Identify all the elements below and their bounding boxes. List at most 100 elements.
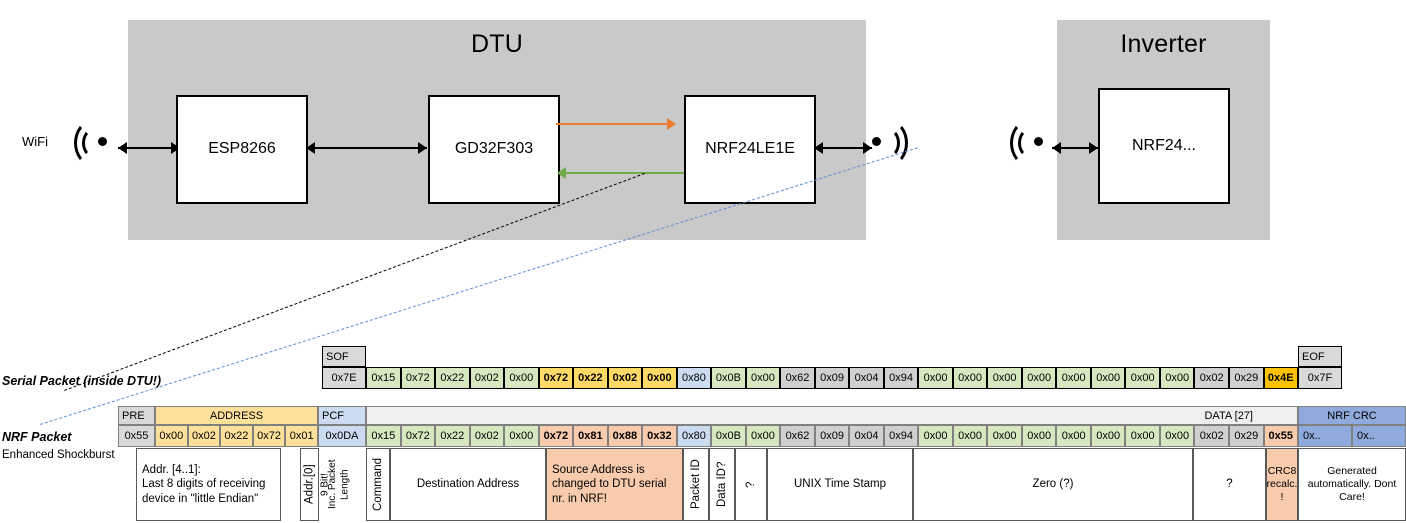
serial-byte-10: 0x0B (711, 367, 746, 389)
desc-address-text: Addr. [4..1]: Last 8 digits of receiving… (142, 463, 266, 505)
serial-byte-19: 0x00 (1021, 367, 1057, 389)
nrf-byte-21: 0x00 (1090, 425, 1126, 447)
sof-header: SOF (322, 346, 366, 367)
desc-generated: Generated automatically. Dont Care! (1298, 448, 1406, 521)
desc-crc8: CRC8 recalc. ! (1266, 448, 1298, 521)
nrf-antenna-arrow-right (863, 142, 872, 154)
desc-zero: Zero (?) (913, 448, 1193, 521)
serial-byte-12: 0x62 (780, 367, 815, 389)
desc-question: ? (1193, 448, 1266, 521)
wifi-esp-arrow-right (171, 142, 180, 154)
pre-value: 0x55 (118, 425, 155, 447)
desc-pcf: 9 Bit! Inc. Packet Length (319, 448, 351, 521)
wifi-esp-link (118, 147, 180, 149)
address-header: ADDRESS (155, 406, 318, 425)
wifi-esp-arrow-left (118, 142, 127, 154)
serial-byte-21: 0x00 (1090, 367, 1126, 389)
desc-pcf-line2: Inc. Packet Length (327, 448, 351, 521)
nrf-byte-25: 0x29 (1229, 425, 1264, 447)
chip-nrf24: NRF24... (1098, 88, 1230, 204)
desc-destination: Destination Address (390, 448, 546, 521)
inverter-antenna-arrow-right (1089, 142, 1098, 154)
desc-source: Source Address is changed to DTU serial … (546, 448, 683, 521)
serial-byte-17: 0x00 (952, 367, 988, 389)
desc-addr0: Addr.[0] (300, 448, 319, 521)
nrf-byte-5: 0x72 (538, 425, 574, 447)
desc-packet-id: Packet ID (683, 448, 709, 521)
nrf-address-byte-3: 0x72 (252, 425, 286, 447)
nrf-byte-16: 0x00 (918, 425, 953, 447)
nrf-byte-8: 0x32 (642, 425, 677, 447)
serial-byte-24: 0x02 (1194, 367, 1229, 389)
gd32-nrf-orange-arrow (667, 118, 676, 130)
chip-esp8266: ESP8266 (176, 95, 308, 204)
serial-byte-5: 0x72 (538, 367, 574, 389)
desc-tilde: ? (735, 448, 767, 521)
nrf-byte-20: 0x00 (1056, 425, 1091, 447)
chip-nrf24le1e: NRF24LE1E (684, 95, 816, 204)
pre-header: PRE (118, 406, 155, 425)
nrf-byte-15: 0x94 (883, 425, 919, 447)
serial-byte-8: 0x00 (642, 367, 677, 389)
esp-gd32-link (306, 147, 427, 149)
nrf-byte-12: 0x62 (780, 425, 815, 447)
nrf-byte-23: 0x00 (1159, 425, 1195, 447)
esp-gd32-arrow-left (306, 142, 315, 154)
nrf-antenna-arrow-left (814, 142, 823, 154)
nrf-packet-sub-label: Enhanced Shockburst (2, 449, 115, 461)
dtu-radio-antenna-icon (868, 118, 916, 166)
desc-data-id: Data ID? (709, 448, 735, 521)
desc-address: Addr. [4..1]: Last 8 digits of receiving… (136, 448, 281, 521)
serial-byte-20: 0x00 (1056, 367, 1091, 389)
nrf-byte-24: 0x02 (1194, 425, 1229, 447)
serial-byte-4: 0x00 (504, 367, 539, 389)
wifi-label: WiFi (22, 134, 48, 149)
nrf-address-byte-1: 0x02 (187, 425, 221, 447)
serial-byte-15: 0x94 (883, 367, 919, 389)
nrf-crc-header: NRF CRC (1298, 406, 1406, 425)
nrf-byte-10: 0x0B (711, 425, 746, 447)
nrf-gd32-green-arrow (557, 167, 566, 179)
serial-byte-18: 0x00 (987, 367, 1022, 389)
serial-byte-6: 0x22 (573, 367, 608, 389)
nrf-byte-6: 0x81 (573, 425, 608, 447)
serial-byte-0: 0x15 (366, 367, 401, 389)
nrf-byte-0: 0x15 (366, 425, 401, 447)
serial-byte-7: 0x02 (607, 367, 643, 389)
serial-byte-11: 0x00 (745, 367, 781, 389)
serial-byte-1: 0x72 (400, 367, 436, 389)
nrf-byte-13: 0x09 (814, 425, 850, 447)
nrf-byte-17: 0x00 (952, 425, 988, 447)
data-header-label: DATA [27] (1204, 409, 1253, 422)
nrf-byte-14: 0x04 (849, 425, 884, 447)
nrf-byte-18: 0x00 (987, 425, 1022, 447)
nrf-byte-19: 0x00 (1021, 425, 1057, 447)
serial-byte-14: 0x04 (849, 367, 884, 389)
chip-gd32f303-label: GD32F303 (454, 140, 534, 158)
nrf-byte-4: 0x00 (504, 425, 539, 447)
chip-gd32f303: GD32F303 (428, 95, 560, 204)
data-header: DATA [27] (366, 406, 1298, 425)
serial-byte-9: 0x80 (676, 367, 712, 389)
serial-packet-row-label: Serial Packet (inside DTU!) (2, 374, 162, 388)
nrf-byte-9: 0x80 (676, 425, 712, 447)
gd32-nrf-orange-link (556, 123, 675, 125)
serial-byte-13: 0x09 (814, 367, 850, 389)
eof-header: EOF (1298, 346, 1342, 367)
wifi-antenna-icon (72, 118, 120, 166)
nrf-antenna-link (814, 147, 872, 149)
chip-nrf24le1e-label: NRF24LE1E (705, 140, 795, 158)
nrf-crc-byte-1: 0x.. (1352, 425, 1406, 447)
dtu-title: DTU (471, 30, 523, 58)
nrf-byte-11: 0x00 (745, 425, 781, 447)
nrf-address-byte-4: 0x01 (285, 425, 318, 447)
serial-byte-2: 0x22 (435, 367, 470, 389)
nrf-byte-26: 0x55 (1263, 425, 1299, 447)
nrf-byte-7: 0x88 (607, 425, 643, 447)
esp-gd32-arrow-right (418, 142, 427, 154)
eof-value: 0x7F (1298, 367, 1342, 389)
nrf-byte-2: 0x22 (435, 425, 470, 447)
nrf-byte-3: 0x02 (469, 425, 505, 447)
serial-byte-22: 0x00 (1125, 367, 1160, 389)
pcf-header: PCF (318, 406, 366, 425)
